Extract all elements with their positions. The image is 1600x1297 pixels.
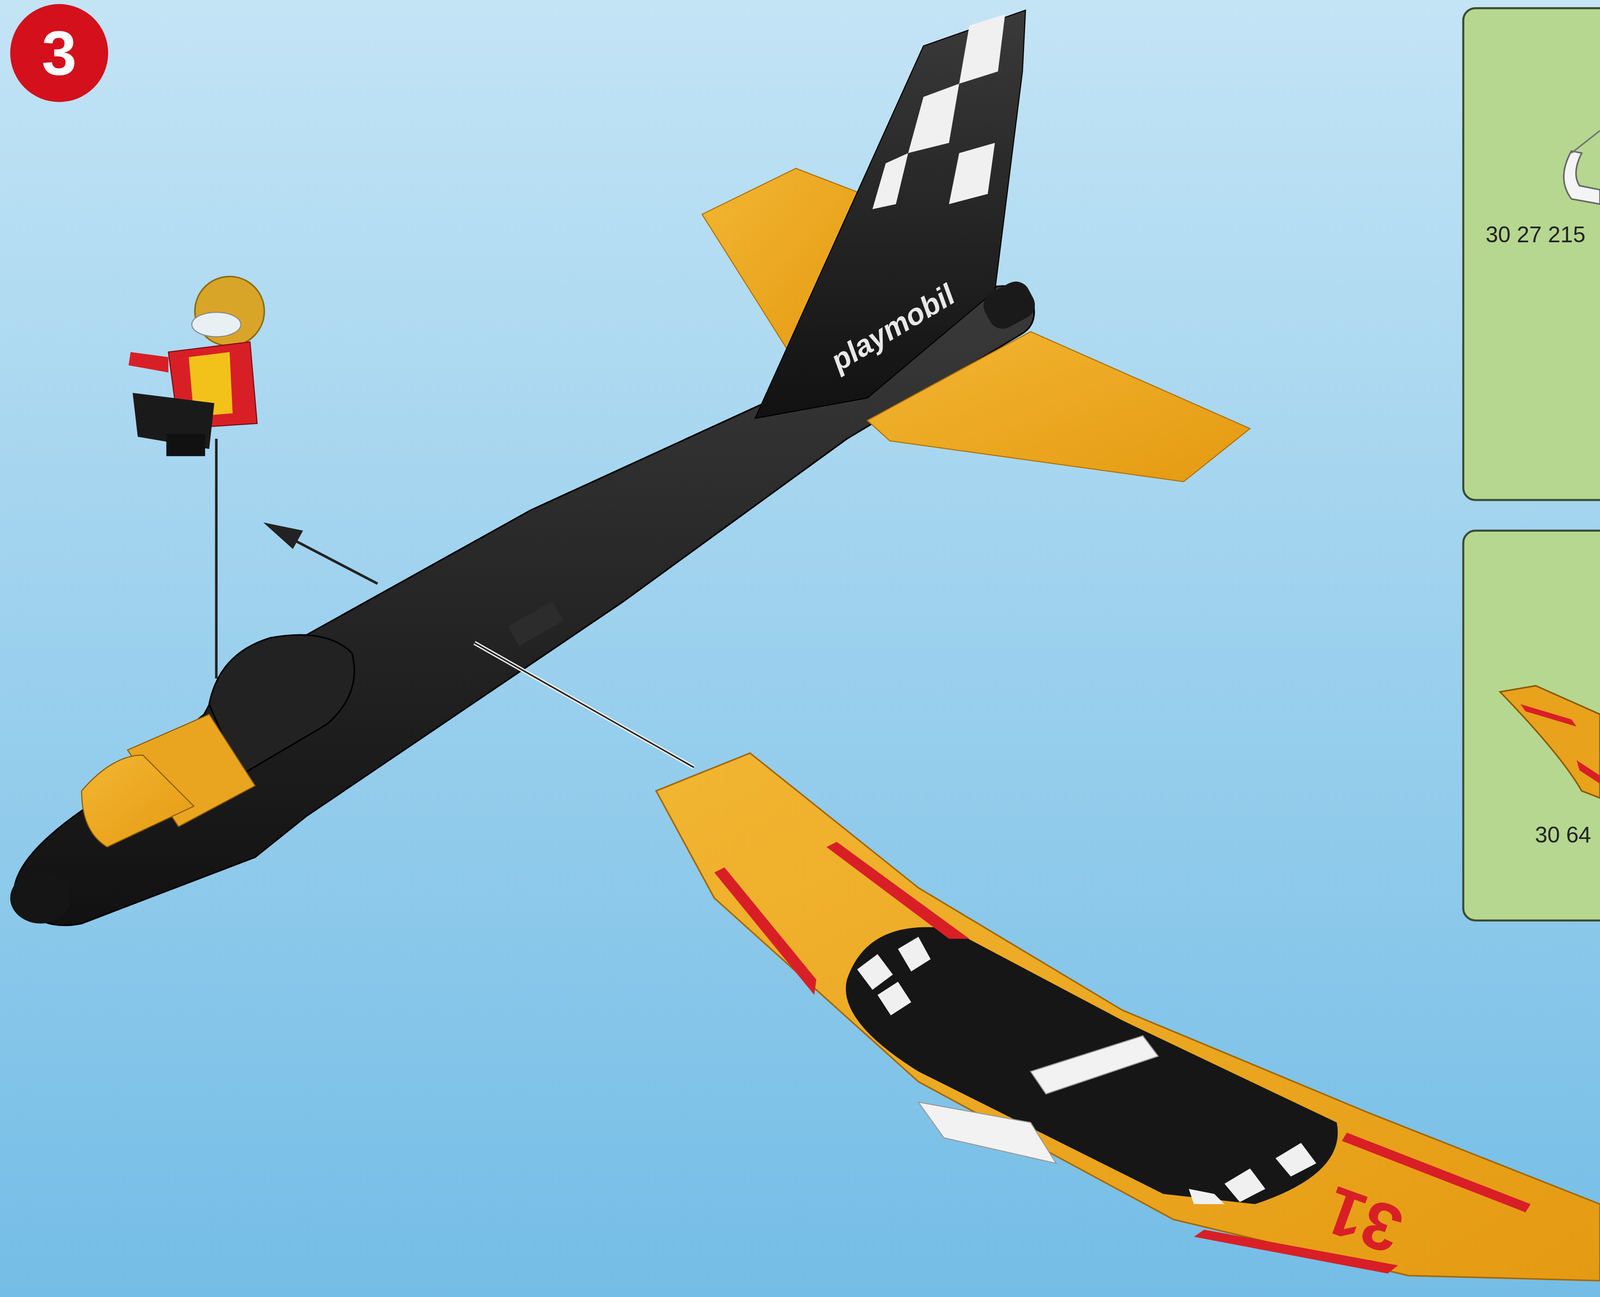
tail-checker [872, 14, 1006, 210]
tail-wing-right [867, 331, 1251, 482]
wing-clip [1030, 1035, 1159, 1095]
wing-stripe [714, 867, 816, 995]
part-number: 30 27 215 [1485, 223, 1586, 246]
nose-cap [81, 754, 194, 847]
parts-panel [1463, 530, 1600, 921]
leader-line [474, 642, 694, 768]
arrow-head [263, 522, 304, 550]
main-wing [656, 753, 1600, 1281]
leader-line [214, 438, 218, 679]
assembly-arrow [285, 535, 378, 584]
tail-cone [978, 276, 1040, 334]
nose-tip [10, 872, 72, 924]
visor-strap [1571, 130, 1600, 153]
leader-line [474, 642, 694, 768]
parts-panel [1463, 8, 1600, 500]
wing-stripe [826, 841, 970, 939]
wing-center-band [845, 927, 1339, 1204]
part-number: 30 64 [1534, 823, 1592, 846]
small-glider-part [1499, 685, 1600, 798]
pilot-figure [128, 276, 265, 456]
step-number: 3 [41, 21, 77, 85]
wing-checker [857, 936, 1317, 1204]
small-glider-stripe [1520, 703, 1600, 784]
visor-part [1563, 151, 1600, 205]
wing-mount [918, 1102, 1056, 1164]
step-badge [10, 4, 109, 102]
wing-slot [508, 601, 564, 646]
